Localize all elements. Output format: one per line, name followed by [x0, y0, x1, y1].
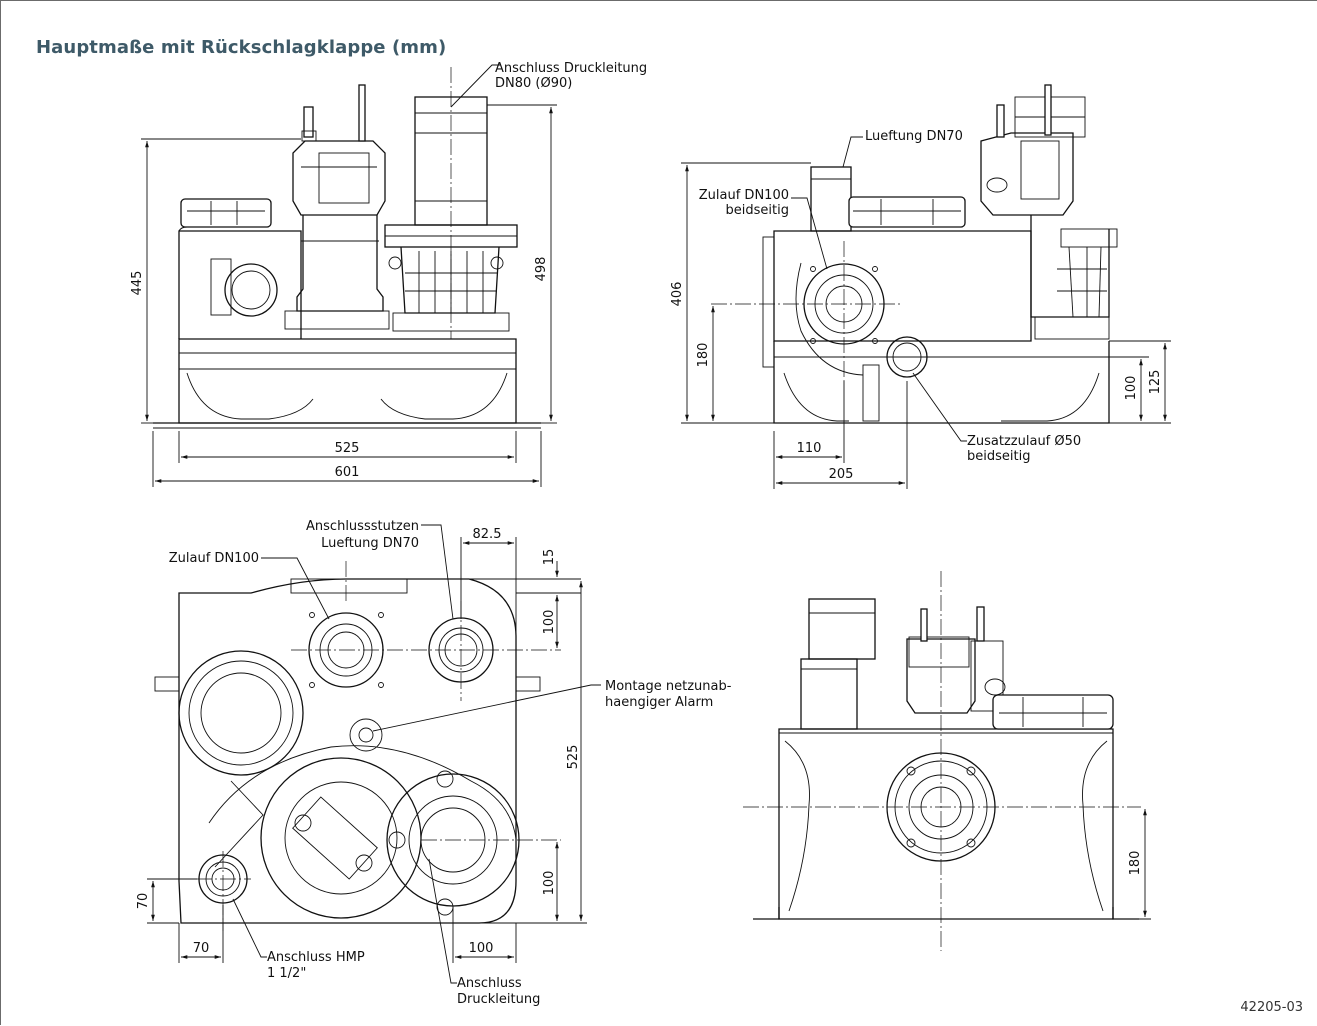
callout-vent-socket-l1: Anschlussstutzen	[306, 519, 419, 534]
dim-180-side: 180	[696, 343, 711, 368]
dim-125: 125	[1148, 370, 1163, 395]
callout-extra-inlet-l1: Zusatzzulauf Ø50	[967, 434, 1081, 449]
callout-alarm-l1: Montage netzunab-	[605, 679, 732, 694]
dim-525-front: 525	[335, 441, 360, 456]
callout-vent: Lueftung DN70	[865, 129, 963, 144]
callout-side-inlet-l2: beidseitig	[726, 203, 789, 218]
dim-498: 498	[534, 257, 549, 282]
dim-82-5: 82.5	[473, 527, 502, 542]
callout-vent-socket-l2: Lueftung DN70	[321, 536, 419, 551]
dim-100-top: 100	[542, 610, 557, 635]
rear-view: 180	[743, 571, 1151, 951]
dim-100-bottom: 100	[542, 871, 557, 896]
top-view: 82.5 15 100 525 100 70 70 100	[136, 519, 732, 1007]
front-view: 445 498 525 601 Anschluss Druckleitung D…	[130, 61, 647, 487]
dim-180-rear: 180	[1128, 851, 1143, 876]
dim-15: 15	[542, 549, 557, 566]
callout-extra-inlet-l2: beidseitig	[967, 449, 1030, 464]
callout-side-inlet-l1: Zulauf DN100	[699, 188, 789, 203]
page-title: Hauptmaße mit Rückschlagklappe (mm)	[36, 37, 447, 58]
dim-525-top: 525	[566, 745, 581, 770]
callout-pressure-top-l1: Anschluss	[457, 976, 522, 991]
callout-pressure-line-l1: Anschluss Druckleitung	[495, 61, 647, 76]
dim-70-bottom: 70	[193, 941, 210, 956]
dim-110: 110	[797, 441, 822, 456]
callout-alarm-l2: haengiger Alarm	[605, 695, 713, 710]
dim-70-left: 70	[136, 893, 151, 910]
dim-445: 445	[130, 271, 145, 296]
callout-pressure-top-l2: Druckleitung	[457, 992, 540, 1007]
callout-hmp-l2: 1 1/2"	[267, 966, 306, 981]
side-view: 406 180 100 125 110 205 Lueftung DN70 Z	[670, 84, 1171, 489]
dim-601: 601	[335, 465, 360, 480]
dim-205: 205	[829, 467, 854, 482]
callout-top-inlet: Zulauf DN100	[169, 551, 259, 566]
callout-pressure-line-l2: DN80 (Ø90)	[495, 76, 572, 91]
callout-hmp-l1: Anschluss HMP	[267, 950, 365, 965]
dim-100-horizontal: 100	[469, 941, 494, 956]
dim-100-side: 100	[1124, 376, 1139, 401]
dim-406: 406	[670, 282, 685, 307]
drawing-code: 42205-03	[1240, 1000, 1303, 1015]
